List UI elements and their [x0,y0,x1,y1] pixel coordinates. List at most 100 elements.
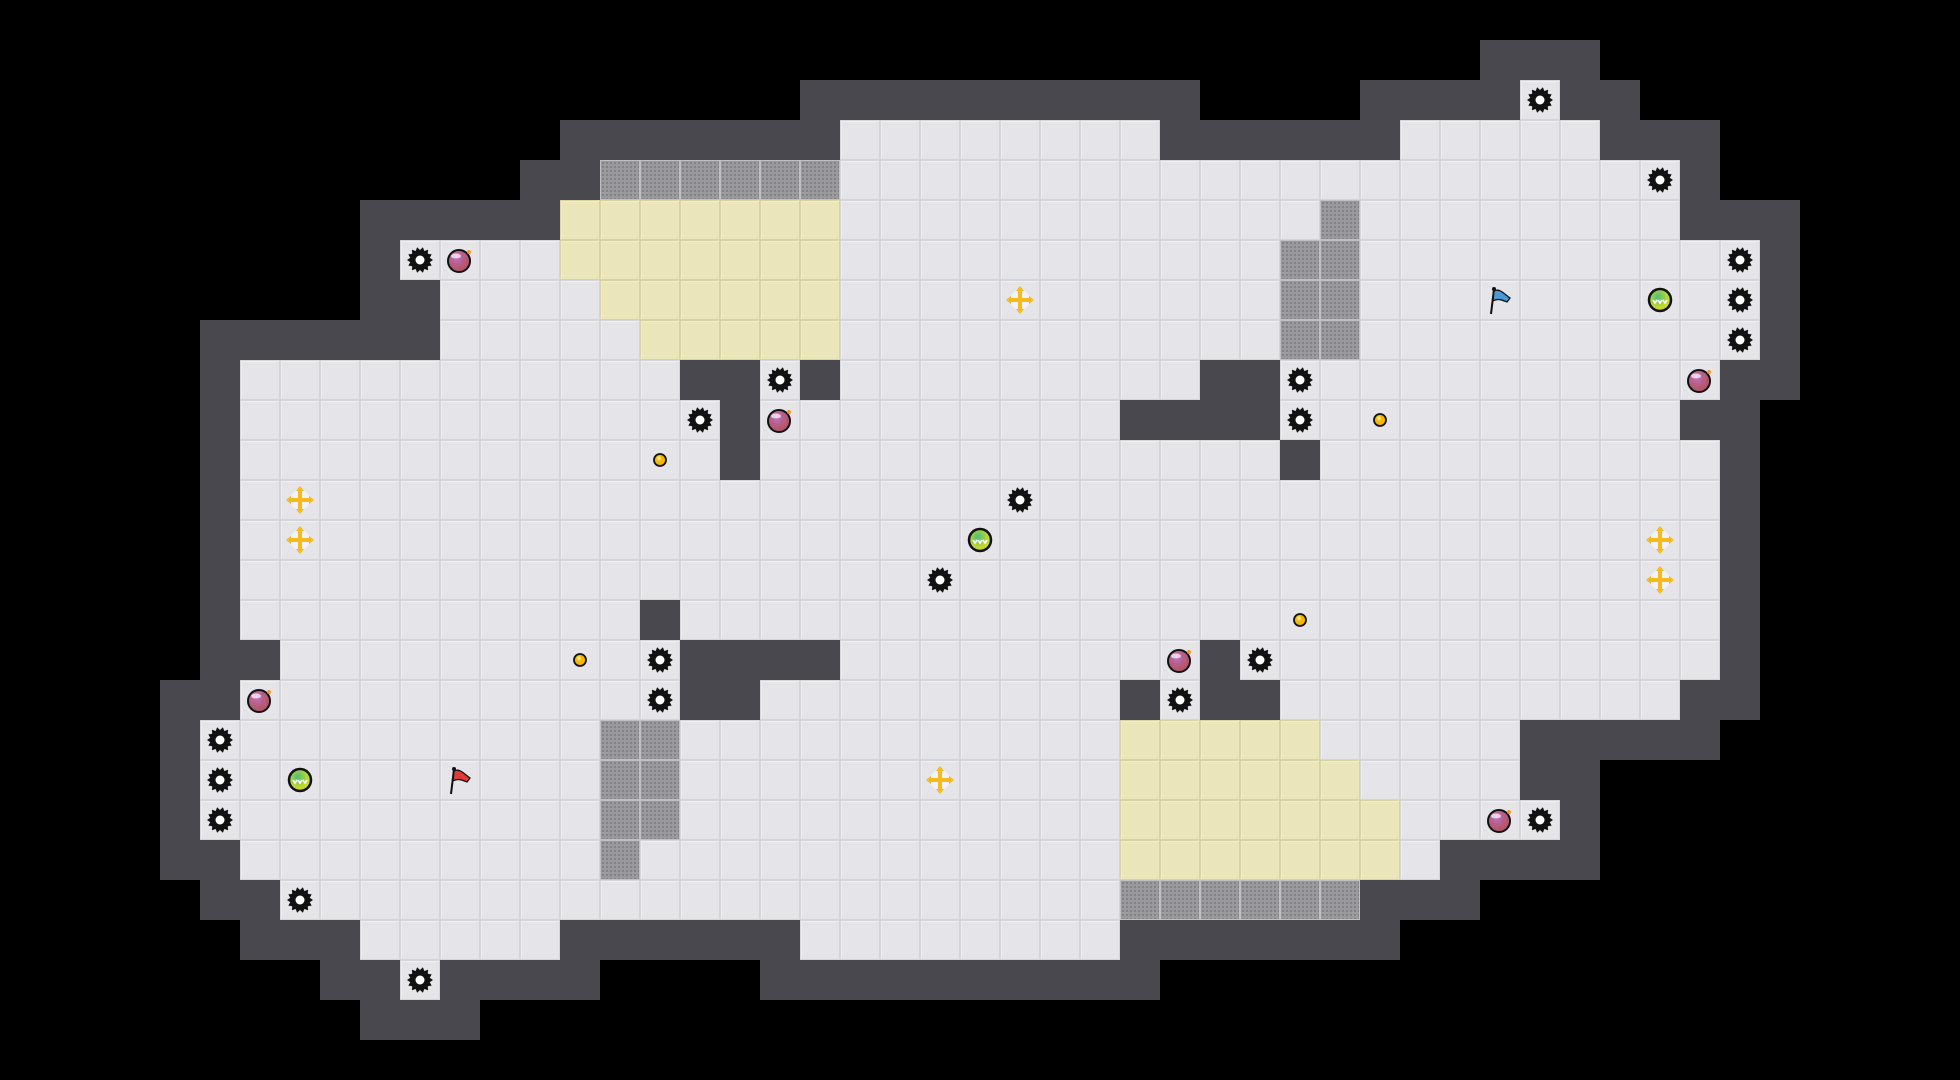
sand-tile[interactable] [1280,760,1320,800]
sand-tile[interactable] [1280,840,1320,880]
floor-tile[interactable] [800,920,840,960]
floor-tile[interactable] [920,120,960,160]
floor-tile[interactable] [440,720,480,760]
floor-tile[interactable] [1560,680,1600,720]
floor-tile[interactable] [800,880,840,920]
floor-tile[interactable] [1400,400,1440,440]
floor-tile[interactable] [400,360,440,400]
floor-tile[interactable] [1520,160,1560,200]
floor-tile[interactable] [760,880,800,920]
floor-tile[interactable] [1560,520,1600,560]
floor-tile[interactable] [920,800,960,840]
floor-tile[interactable] [480,480,520,520]
floor-tile[interactable] [1400,800,1440,840]
floor-tile[interactable] [1280,160,1320,200]
metal-grate-tile[interactable] [640,720,680,760]
floor-tile[interactable] [1600,320,1640,360]
floor-tile[interactable] [520,720,560,760]
sand-tile[interactable] [1320,760,1360,800]
floor-tile[interactable] [480,720,520,760]
floor-tile[interactable] [1480,760,1520,800]
floor-tile[interactable] [480,640,520,680]
floor-tile[interactable] [800,680,840,720]
floor-tile[interactable] [1640,600,1680,640]
floor-tile[interactable] [1040,840,1080,880]
floor-tile[interactable] [1240,440,1280,480]
floor-tile[interactable] [360,400,400,440]
floor-tile[interactable] [320,560,360,600]
floor-tile[interactable] [600,880,640,920]
floor-tile[interactable] [560,840,600,880]
floor-tile[interactable] [1640,280,1680,320]
floor-tile[interactable] [480,560,520,600]
floor-tile[interactable] [1040,560,1080,600]
floor-tile[interactable] [1000,760,1040,800]
floor-tile[interactable] [440,320,480,360]
floor-tile[interactable] [960,640,1000,680]
floor-tile[interactable] [960,360,1000,400]
floor-tile[interactable] [1680,320,1720,360]
floor-tile[interactable] [1600,560,1640,600]
floor-tile[interactable] [480,360,520,400]
metal-grate-tile[interactable] [600,760,640,800]
floor-tile[interactable] [1000,680,1040,720]
floor-tile[interactable] [440,640,480,680]
floor-tile[interactable] [1320,600,1360,640]
floor-tile[interactable] [1400,360,1440,400]
floor-tile[interactable] [1280,640,1320,680]
floor-tile[interactable] [1160,200,1200,240]
floor-tile[interactable] [1400,440,1440,480]
floor-tile[interactable] [1520,120,1560,160]
floor-tile[interactable] [360,480,400,520]
floor-tile[interactable] [400,920,440,960]
floor-tile[interactable] [1040,920,1080,960]
floor-tile[interactable] [1600,480,1640,520]
floor-tile[interactable] [1560,480,1600,520]
floor-tile[interactable] [1240,200,1280,240]
floor-tile[interactable] [960,520,1000,560]
floor-tile[interactable] [280,400,320,440]
floor-tile[interactable] [1640,200,1680,240]
floor-tile[interactable] [1520,680,1560,720]
floor-tile[interactable] [760,560,800,600]
floor-tile[interactable] [680,400,720,440]
floor-tile[interactable] [1640,640,1680,680]
floor-tile[interactable] [880,320,920,360]
floor-tile[interactable] [440,360,480,400]
floor-tile[interactable] [1160,560,1200,600]
floor-tile[interactable] [680,720,720,760]
floor-tile[interactable] [1000,560,1040,600]
floor-tile[interactable] [880,680,920,720]
floor-tile[interactable] [1080,440,1120,480]
floor-tile[interactable] [360,880,400,920]
floor-tile[interactable] [1040,120,1080,160]
floor-tile[interactable] [320,640,360,680]
floor-tile[interactable] [400,840,440,880]
floor-tile[interactable] [1080,920,1120,960]
sand-tile[interactable] [1280,800,1320,840]
floor-tile[interactable] [1520,80,1560,120]
floor-tile[interactable] [360,560,400,600]
floor-tile[interactable] [200,720,240,760]
floor-tile[interactable] [1120,120,1160,160]
floor-tile[interactable] [400,680,440,720]
floor-tile[interactable] [1560,400,1600,440]
floor-tile[interactable] [880,520,920,560]
floor-tile[interactable] [600,400,640,440]
sand-tile[interactable] [800,280,840,320]
floor-tile[interactable] [840,280,880,320]
metal-grate-tile[interactable] [1200,880,1240,920]
floor-tile[interactable] [920,240,960,280]
floor-tile[interactable] [1360,640,1400,680]
floor-tile[interactable] [480,800,520,840]
floor-tile[interactable] [1080,760,1120,800]
floor-tile[interactable] [320,840,360,880]
floor-tile[interactable] [1120,360,1160,400]
floor-tile[interactable] [1440,280,1480,320]
floor-tile[interactable] [520,680,560,720]
floor-tile[interactable] [960,240,1000,280]
floor-tile[interactable] [1120,240,1160,280]
floor-tile[interactable] [1240,480,1280,520]
floor-tile[interactable] [720,840,760,880]
floor-tile[interactable] [1320,680,1360,720]
